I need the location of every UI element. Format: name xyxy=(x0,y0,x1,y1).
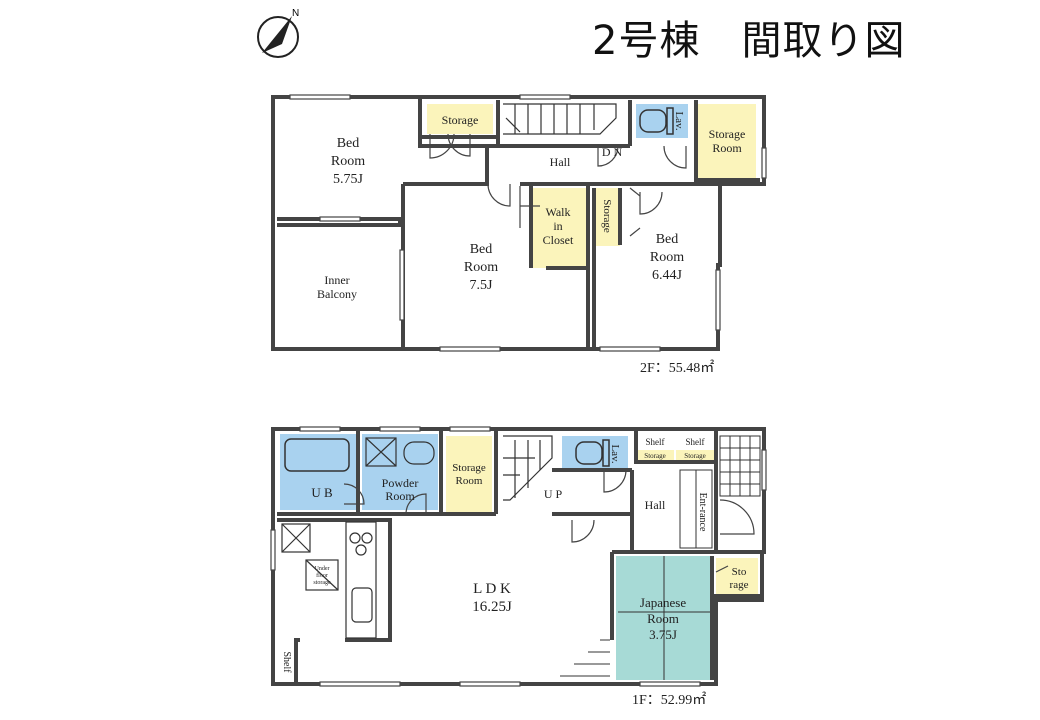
storage-2f-fill xyxy=(427,104,493,134)
storage-v-fill xyxy=(594,188,620,246)
storage-s1-label: Storage xyxy=(644,452,665,460)
floor-1-area: 1F：52.99㎡ xyxy=(632,692,706,708)
balcony-l2: Balcony xyxy=(317,287,357,301)
balcony-l1: Inner xyxy=(324,273,349,287)
wic-l2: in xyxy=(553,219,562,233)
underfloor-l1: Under xyxy=(315,566,330,572)
lav-2f-label: Lav. xyxy=(673,111,685,130)
storage-room-1f-l2: Room xyxy=(456,475,483,487)
bed-a-label1: Bed xyxy=(337,136,360,151)
bed-b-label2: Room xyxy=(464,260,498,275)
hall-2f-label: Hall xyxy=(550,155,571,169)
entrance-label: Ent-rance xyxy=(697,493,708,532)
bed-a-size: 5.75J xyxy=(333,172,364,187)
japanese-l1: Japanese xyxy=(640,595,686,610)
bed-c-label2: Room xyxy=(650,250,684,265)
shelf1-label: Shelf xyxy=(646,437,665,447)
sink-icon xyxy=(351,587,373,623)
lav-1f-label: Lav. xyxy=(609,444,621,463)
floor-2-plan: Bed Room 5.75J Storage Hall D N Lav. Sto… xyxy=(271,94,767,376)
storage-room-2f-fill xyxy=(698,104,756,180)
floor-1-plan: U B Powder Room Storage Room U P Lav. Sh… xyxy=(270,426,767,708)
washer-icon xyxy=(365,437,435,467)
bathtub-icon xyxy=(284,438,350,472)
storage-room-1f-fill xyxy=(446,436,492,514)
up-label: U P xyxy=(544,487,563,501)
kitchen-counter xyxy=(281,521,377,639)
bed-b-label1: Bed xyxy=(470,242,493,257)
storage-room-1f-l1: Storage xyxy=(452,462,486,474)
storage-2f-label: Storage xyxy=(442,113,479,127)
hall-1f-label: Hall xyxy=(645,498,666,512)
bed-c-size: 6.44J xyxy=(652,268,683,283)
storage-room-2f-l1: Storage xyxy=(709,127,746,141)
wic-fill xyxy=(531,188,587,268)
ub-label: U B xyxy=(311,485,333,500)
dn-label: D N xyxy=(602,145,623,159)
bed-c-label1: Bed xyxy=(656,232,679,247)
wic-l3: Closet xyxy=(543,233,574,247)
storage-s2-fill xyxy=(676,450,714,460)
lav-2f-fill xyxy=(636,104,688,138)
storage-room-2f-l2: Room xyxy=(712,141,742,155)
powder-l1: Powder xyxy=(382,476,419,490)
ldk-l1: L D K xyxy=(473,581,511,597)
entrance-tiles xyxy=(679,435,761,549)
sto-l2: rage xyxy=(730,579,749,591)
sto-l1: Sto xyxy=(732,566,747,578)
shelf2-label: Shelf xyxy=(686,437,705,447)
shelf-v-label: Shelf xyxy=(281,651,292,673)
toilet-1f-icon xyxy=(575,439,610,467)
compass-icon: N xyxy=(257,8,299,58)
ub-fill xyxy=(280,434,356,510)
toilet-2f-icon xyxy=(639,107,674,135)
storage-s1-fill xyxy=(638,450,674,460)
japanese-l2: Room xyxy=(647,611,679,626)
wic-l1: Walk xyxy=(545,205,570,219)
japanese-l3: 3.75J xyxy=(649,627,677,642)
compass-north-label: N xyxy=(292,8,299,19)
underfloor-l3: storage xyxy=(313,580,331,586)
powder-l2: Room xyxy=(385,489,415,503)
floor-2-area: 2F：55.48㎡ xyxy=(640,360,714,376)
underfloor-l2: floor xyxy=(316,572,328,579)
burner-icon xyxy=(349,532,361,544)
ldk-l2: 16.25J xyxy=(472,599,512,615)
page-title: 2号棟 間取り図 xyxy=(592,18,906,64)
storage-s2-label: Storage xyxy=(684,452,705,460)
storage-v-label: Storage xyxy=(601,199,613,233)
bed-a-label2: Room xyxy=(331,154,365,169)
bed-b-size: 7.5J xyxy=(470,278,494,293)
sto-fill xyxy=(716,558,758,594)
